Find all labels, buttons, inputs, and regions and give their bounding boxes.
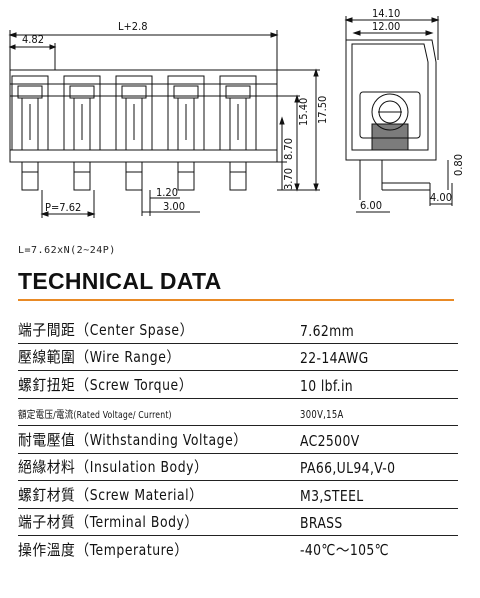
side-width-inner: 12.00 <box>372 20 400 33</box>
terminal-pole <box>115 75 153 191</box>
spec-row-temperature: 操作溫度（Temperature） -40℃～105℃ <box>18 536 458 563</box>
spec-row-rated-voltage: 額定電压/電流(Rated Voltage/ Current) 300V,15A <box>18 399 458 426</box>
dim-pin-gap: 3.00 <box>163 200 185 213</box>
technical-drawing: L+2.8 4.82 17.50 15.40 8.70 3.70 1.20 3.… <box>8 7 465 218</box>
spec-label: 螺釘材質（Screw Material） <box>18 485 204 504</box>
spec-row-withstanding-voltage: 耐電壓值（Withstanding Voltage） AC2500V <box>18 426 458 454</box>
spec-row-terminal-body: 端子材質（Terminal Body） BRASS <box>18 509 458 536</box>
spec-value: 7.62mm <box>300 321 355 340</box>
spec-label: 耐電壓值（Withstanding Voltage） <box>18 430 248 449</box>
terminal-pole <box>167 75 205 191</box>
spec-value: 10 lbf.in <box>300 376 354 395</box>
dim-height-total: 17.50 <box>316 96 329 124</box>
spec-label: 絕緣材料（Insulation Body） <box>18 458 209 476</box>
spec-value: -40℃～105℃ <box>300 540 389 559</box>
side-tail: 4.00 <box>430 191 452 204</box>
side-width-outer: 14.10 <box>372 7 400 20</box>
spec-value: PA66,UL94,V-0 <box>300 459 396 477</box>
spec-value: AC2500V <box>300 431 360 450</box>
spec-label: 操作溫度（Temperature） <box>18 540 189 559</box>
dim-height-inner: 8.70 <box>282 138 295 160</box>
spec-label: 端子材質（Terminal Body） <box>18 513 199 531</box>
spec-row-insulation: 絕緣材料（Insulation Body） PA66,UL94,V-0 <box>18 454 458 481</box>
terminal-pole <box>63 75 101 191</box>
spec-value: 22-14AWG <box>300 349 369 367</box>
spec-row-center-space: 端子間距（Center Spase） 7.62mm <box>18 316 458 344</box>
dim-pitch: P=7.62 <box>45 201 81 214</box>
dim-length: L+2.8 <box>118 20 148 33</box>
side-base: 6.00 <box>360 199 382 212</box>
spec-label: 端子間距（Center Spase） <box>18 320 194 339</box>
spec-row-screw-material: 螺釘材質（Screw Material） M3,STEEL <box>18 481 458 509</box>
side-thickness: 0.80 <box>452 154 465 176</box>
spec-table: 端子間距（Center Spase） 7.62mm 壓線範圍（Wire Rang… <box>18 316 458 563</box>
dim-height-mid: 15.40 <box>297 98 310 126</box>
spec-value: 300V,15A <box>300 408 344 421</box>
section-heading: TECHNICAL DATA <box>18 268 222 294</box>
length-formula: L=7.62xN(2~24P) <box>18 245 116 256</box>
spec-row-wire-range: 壓線範圍（Wire Range） 22-14AWG <box>18 344 458 371</box>
dim-pin-width: 1.20 <box>156 186 178 199</box>
spec-value: BRASS <box>300 514 343 532</box>
terminal-pole <box>11 75 49 191</box>
dim-height-low: 3.70 <box>282 168 295 190</box>
spec-label: 壓線範圍（Wire Range） <box>18 348 181 366</box>
spec-label: 額定電压/電流(Rated Voltage/ Current) <box>18 410 172 421</box>
spec-label: 螺釘扭矩（Screw Torque） <box>18 375 194 394</box>
spec-value: M3,STEEL <box>300 486 364 505</box>
spec-row-screw-torque: 螺釘扭矩（Screw Torque） 10 lbf.in <box>18 371 458 399</box>
dim-offset: 4.82 <box>22 33 44 46</box>
heading-underline <box>18 299 454 301</box>
terminal-pole <box>219 75 257 191</box>
